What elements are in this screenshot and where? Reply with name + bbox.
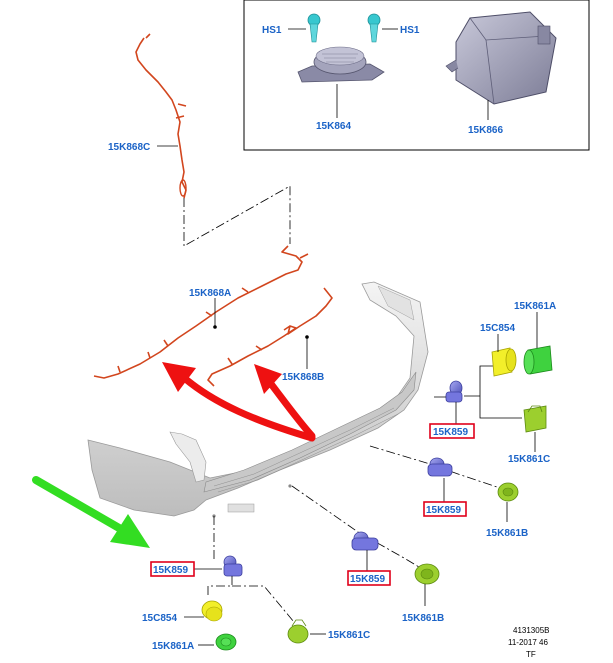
label-15k859-right-top: 15K859 [433,427,468,438]
sensor-15k859-right-top [445,380,463,403]
label-15k859-bottom-center: 15K859 [350,574,385,585]
module-15k866 [445,11,557,105]
clip-15k861c-lower [287,619,309,644]
label-15k861c-upper: 15K861C [508,454,550,465]
harness-15k868c-connector [179,179,187,197]
label-hs1-right: HS1 [400,25,420,36]
label-15k864: 15K864 [316,121,351,132]
red-arrow-left [162,362,316,442]
rear-bumper [87,281,429,518]
harness-15k868c [135,33,187,199]
red-arrow-right [254,364,316,440]
label-15k866: 15K866 [468,125,503,136]
ref-code: TF [526,650,536,659]
green-arrow [32,476,150,548]
clip-15k861b-bottom [414,563,440,585]
label-15k861a-lower: 15K861A [152,641,194,652]
label-15k861b-right: 15K861B [486,528,528,539]
sensor-15k859-right-mid [427,457,453,477]
label-15k859-right-mid: 15K859 [426,505,461,516]
label-15c854-lower: 15C854 [142,613,177,624]
harness-connection-dashed [183,185,291,247]
inset-frame [243,0,590,151]
label-15c854-upper: 15C854 [480,323,515,334]
sensor-15k859-left [223,555,243,577]
clip-15k861b-right [497,482,519,502]
clip-15k861a-lower [215,633,237,651]
buzzer-15k864 [297,46,385,83]
screw-hs1-left [307,13,321,43]
dash-bottom-left-group [207,576,295,623]
dash-bottom-center [291,485,425,571]
harness-15k868b [207,287,333,387]
leader-right-group [434,365,522,419]
ref-date: 11-2017 46 [508,638,548,647]
label-15k868c: 15K868C [108,142,150,153]
screw-hs1-right [367,13,381,43]
highlight-15k859-bottom-center [347,570,391,586]
highlight-15k859-left [150,561,195,577]
ref-number: 4131305B [513,626,549,635]
bezel-15c854-lower [201,600,223,622]
clip-15k861c-upper [523,405,547,433]
leader-15k868b-dot [305,335,309,339]
bezel-15c854-upper [491,347,517,377]
clip-15k861a-upper [523,345,553,375]
label-15k859-left: 15K859 [153,565,188,576]
harness-15k868a [93,245,309,379]
dash-right-mid [369,445,501,489]
sensor-15k859-bottom-center [351,531,379,551]
label-15k861c-lower: 15K861C [328,630,370,641]
label-15k868a: 15K868A [189,288,231,299]
label-hs1-left: HS1 [262,25,282,36]
label-15k868b: 15K868B [282,372,324,383]
label-15k861b-bottom: 15K861B [402,613,444,624]
label-15k861a-upper: 15K861A [514,301,556,312]
highlight-15k859-right-mid [423,501,467,517]
highlight-15k859-right-top [429,423,475,439]
leader-15k868a-dot [213,325,217,329]
